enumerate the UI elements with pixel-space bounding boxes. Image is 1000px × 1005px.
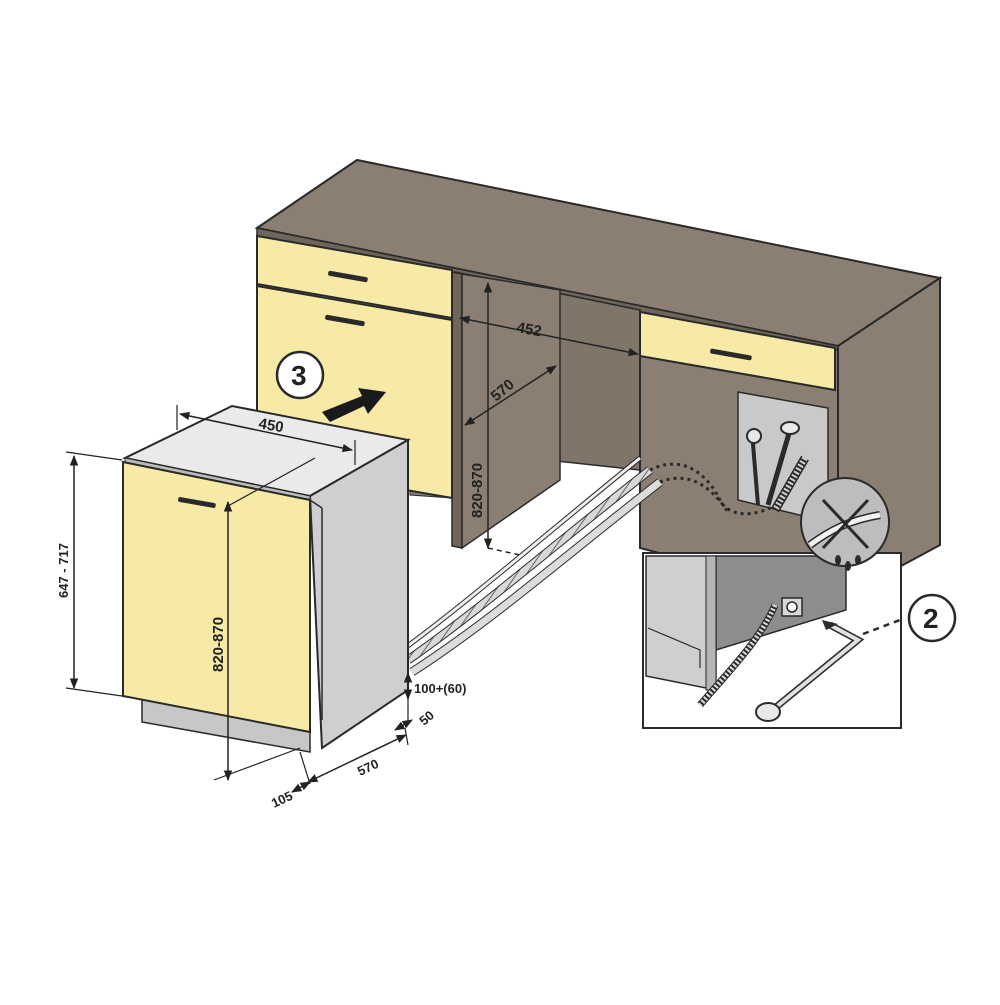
niche-height-dimension: 820-870 [469,281,521,556]
dishwasher-door-front [122,460,311,734]
step-3-number: 3 [291,360,307,391]
niche-width-label: 452 [515,319,543,340]
step-2-badge [907,593,957,643]
plinth-height-dimension: 100+(60) [403,671,466,725]
tap-pipe [765,429,793,506]
top-drawer-handle [328,270,368,283]
door-height-label: 647 - 717 [56,543,71,598]
appliance-width-label: 450 [257,415,285,436]
niche-height-label: 820-870 [469,463,486,518]
water-drop-icon [835,555,841,565]
hoses [403,421,809,676]
plug-cable [750,431,760,506]
plinth-offset-label: 105 [269,788,295,811]
inset-connector-arrow [822,620,838,630]
dishwasher-door-handle [178,497,216,508]
appliance-width-dimension: 450 [176,405,356,507]
cabinet-left-divider [451,271,463,549]
step-3-badge [275,350,325,400]
appliance-height-dimension: 820-870 [210,500,301,782]
drain-pipe [771,455,809,513]
leak-warning-detail [800,477,890,571]
plinth-depth-label: 50 [416,708,437,729]
appliance-depth-label: 570 [355,756,381,779]
door-handle [325,314,365,327]
door-height-dimension: 647 - 717 [56,451,123,697]
plinth-height-label: 100+(60) [414,681,466,696]
right-drawer-front [639,310,836,392]
right-drawer-handle [710,348,752,361]
hose-routing-path [649,462,776,516]
plinth-offset-dimension: 105 [269,781,311,811]
power-plug-icon [746,428,762,444]
appliance-depth-dimension: 570 [299,727,409,785]
inset-nut-icon [755,702,781,722]
step-2-number: 2 [923,603,939,634]
dishwasher [121,404,411,753]
tap-head-icon [780,421,800,435]
step-2-callout: 2 [907,593,957,643]
appliance-height-label: 820-870 [210,617,227,672]
plinth-depth-dimension: 50 [394,708,437,731]
connection-detail-inset [642,552,902,729]
